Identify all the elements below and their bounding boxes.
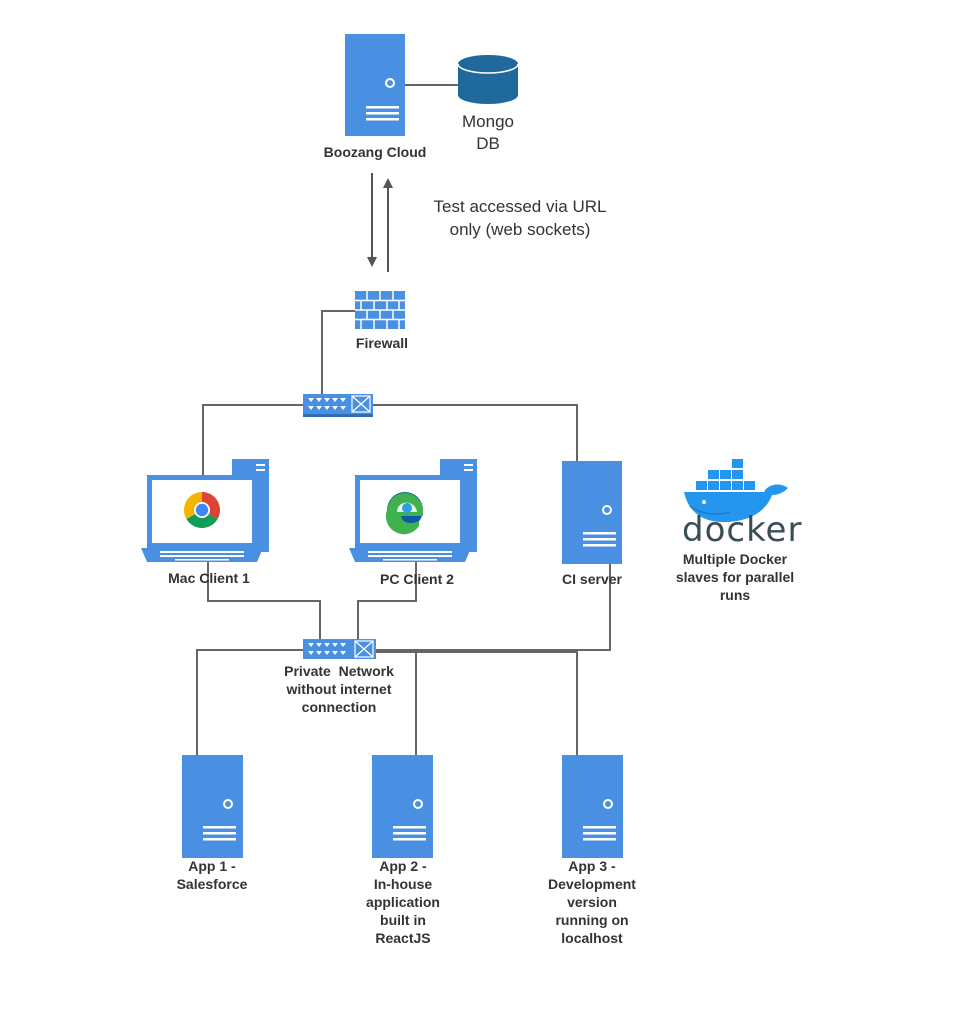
- docker-caption-line2: slaves for parallel: [675, 569, 795, 585]
- firewall-icon: [355, 291, 405, 329]
- app2-label-line4: built in: [380, 912, 426, 928]
- private-app2-link: [376, 649, 417, 755]
- app3-label-line5: localhost: [561, 930, 623, 946]
- connection-lines: [196, 84, 611, 755]
- mac-client-label: Mac Client 1: [168, 570, 250, 586]
- chrome-icon: [183, 492, 221, 529]
- app3-server-icon: [562, 755, 623, 858]
- switch-ci-link: [373, 404, 578, 462]
- private-app3-link: [376, 651, 578, 755]
- docker-caption-line3: runs: [719, 587, 751, 603]
- pc-private-link: [357, 558, 417, 639]
- app2-label-line3: application: [366, 894, 440, 910]
- app1-server-icon: [182, 755, 243, 858]
- docker-wordmark: docker: [682, 510, 803, 550]
- private-switch-icon: [303, 639, 376, 659]
- mac-private-link: [207, 558, 321, 639]
- ci-server-label: CI server: [562, 571, 622, 587]
- url-note-line2: only (web sockets): [449, 220, 591, 239]
- app2-label-line5: ReactJS: [375, 930, 431, 946]
- database-icon: [457, 55, 519, 104]
- url-note-line1: Test accessed via URL: [433, 197, 607, 216]
- app3-label-line1: App 3 -: [568, 858, 616, 874]
- private-network-label-line2: without internet: [286, 681, 392, 697]
- app3-label-line2: Development: [548, 876, 636, 892]
- app3-label-line4: running on: [555, 912, 629, 928]
- private-network-label-line1: Private Network: [284, 663, 394, 679]
- firewall-switch-link: [321, 310, 355, 394]
- app2-label-line1: App 2 -: [379, 858, 427, 874]
- ci-private-link: [376, 564, 611, 651]
- top-switch-icon: [303, 394, 373, 417]
- docker-caption-line1: Multiple Docker: [682, 551, 788, 567]
- private-network-label-line3: connection: [301, 699, 377, 715]
- edge-icon: [385, 492, 424, 535]
- app3-label-line3: version: [567, 894, 617, 910]
- cloud-server-icon: [345, 34, 405, 136]
- switch-mac-link: [202, 404, 303, 476]
- pc-client-label: PC Client 2: [380, 571, 454, 587]
- private-app1-link: [196, 649, 303, 755]
- app2-label-line2: In-house: [373, 876, 433, 892]
- firewall-label: Firewall: [355, 335, 409, 351]
- app1-label-line1: App 1 -: [188, 858, 236, 874]
- docker-whale-icon: [684, 459, 788, 522]
- ci-server-icon: [562, 461, 622, 564]
- cloud-label: Boozang Cloud: [323, 144, 427, 160]
- mongo-label-line2: DB: [476, 134, 500, 153]
- mongo-label-line1: Mongo: [462, 112, 514, 131]
- app1-label-line2: Salesforce: [176, 876, 248, 892]
- app2-server-icon: [372, 755, 433, 858]
